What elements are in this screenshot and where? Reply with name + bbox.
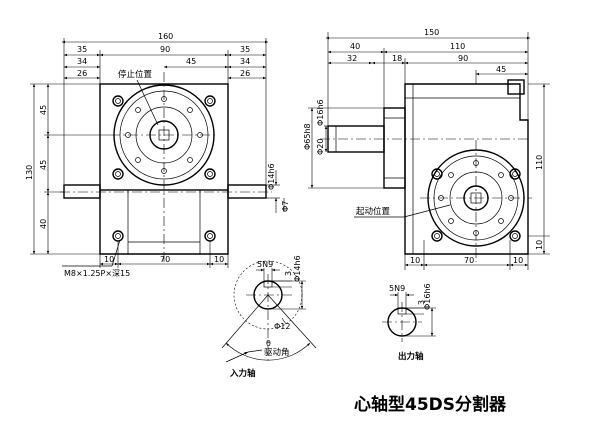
svg-text:35: 35 — [77, 45, 87, 54]
output-shaft-detail: 5N9 3 Φ16h6 出力轴 — [382, 283, 436, 362]
front-shaft-dimensions: Φ14h6 Φ7 — [266, 163, 290, 213]
svg-text:3: 3 — [284, 271, 293, 276]
side-left-dimensions: Φ65h8 Φ16h6 Φ20 — [303, 99, 384, 189]
svg-text:Φ16h6: Φ16h6 — [423, 283, 432, 310]
svg-text:Φ65h8: Φ65h8 — [303, 123, 312, 150]
input-shaft-label: 入力轴 — [229, 368, 256, 379]
svg-text:70: 70 — [464, 256, 474, 265]
front-top-dimensions: 160 35 90 35 34 45 34 26 26 — [62, 32, 268, 184]
svg-text:18: 18 — [392, 54, 402, 63]
svg-text:26: 26 — [77, 69, 87, 78]
svg-text:Φ14h6: Φ14h6 — [293, 255, 302, 282]
svg-text:34: 34 — [77, 57, 87, 66]
svg-text:150: 150 — [424, 28, 439, 37]
side-view: 起动位置 150 40 110 32 18 90 45 — [303, 28, 550, 270]
svg-text:45: 45 — [39, 160, 48, 170]
side-body — [404, 83, 529, 255]
svg-text:45: 45 — [186, 57, 196, 66]
front-bottom-dimensions: 10 70 10 — [99, 241, 229, 268]
output-shaft-label: 出力轴 — [398, 351, 424, 362]
svg-text:Φ7: Φ7 — [281, 201, 290, 212]
side-bottom-dimensions: 10 70 10 — [404, 240, 529, 270]
front-view: 停止位置 M8×1.25P×深15 160 35 90 35 34 45 34 — [25, 32, 290, 278]
drive-angle-label: 驱动角 — [264, 347, 290, 358]
svg-text:3: 3 — [417, 300, 426, 305]
svg-text:26: 26 — [240, 69, 250, 78]
drawing-title: 心轴型45DS分割器 — [354, 394, 507, 415]
stop-leader — [136, 79, 159, 126]
svg-text:45: 45 — [496, 65, 506, 74]
svg-text:Φ14h6: Φ14h6 — [267, 163, 276, 190]
svg-text:Φ20: Φ20 — [316, 139, 325, 155]
svg-text:10: 10 — [410, 256, 420, 265]
svg-text:110: 110 — [450, 42, 465, 51]
svg-text:34: 34 — [240, 57, 250, 66]
angle-symbol: θ — [266, 339, 271, 348]
side-right-dimensions: 110 10 — [528, 83, 550, 255]
svg-text:90: 90 — [160, 45, 170, 54]
front-input-shaft-left — [63, 184, 101, 199]
svg-text:130: 130 — [25, 165, 34, 180]
svg-text:160: 160 — [158, 32, 173, 41]
svg-text:10: 10 — [535, 240, 544, 250]
front-corner-holes — [112, 95, 216, 242]
svg-text:40: 40 — [39, 219, 48, 229]
side-flange — [383, 107, 406, 189]
svg-text:35: 35 — [240, 45, 250, 54]
bolt-note-label: M8×1.25P×深15 — [64, 269, 130, 278]
svg-text:10: 10 — [104, 255, 114, 264]
input-shaft-detail: 5N9 3 Φ14h6 θ Φ12 驱动角 入力轴 — [221, 255, 317, 379]
svg-text:Φ16h6: Φ16h6 — [316, 99, 325, 126]
svg-text:32: 32 — [347, 54, 357, 63]
front-left-dimensions: 130 45 45 40 — [25, 83, 110, 255]
start-position-label: 起动位置 — [356, 206, 391, 217]
front-input-shaft-right — [227, 184, 267, 199]
stop-position-label: 停止位置 — [118, 69, 153, 80]
svg-text:Φ12: Φ12 — [274, 322, 290, 331]
svg-text:45: 45 — [39, 105, 48, 115]
svg-text:10: 10 — [214, 255, 224, 264]
side-corner-holes — [431, 168, 521, 242]
side-top-dimensions: 150 40 110 32 18 90 45 — [326, 28, 530, 126]
svg-text:5N9: 5N9 — [389, 284, 405, 293]
svg-text:110: 110 — [535, 155, 544, 170]
svg-text:40: 40 — [350, 42, 360, 51]
svg-text:70: 70 — [160, 255, 170, 264]
svg-text:90: 90 — [458, 54, 468, 63]
svg-text:5N9: 5N9 — [257, 260, 273, 269]
svg-text:10: 10 — [513, 256, 523, 265]
